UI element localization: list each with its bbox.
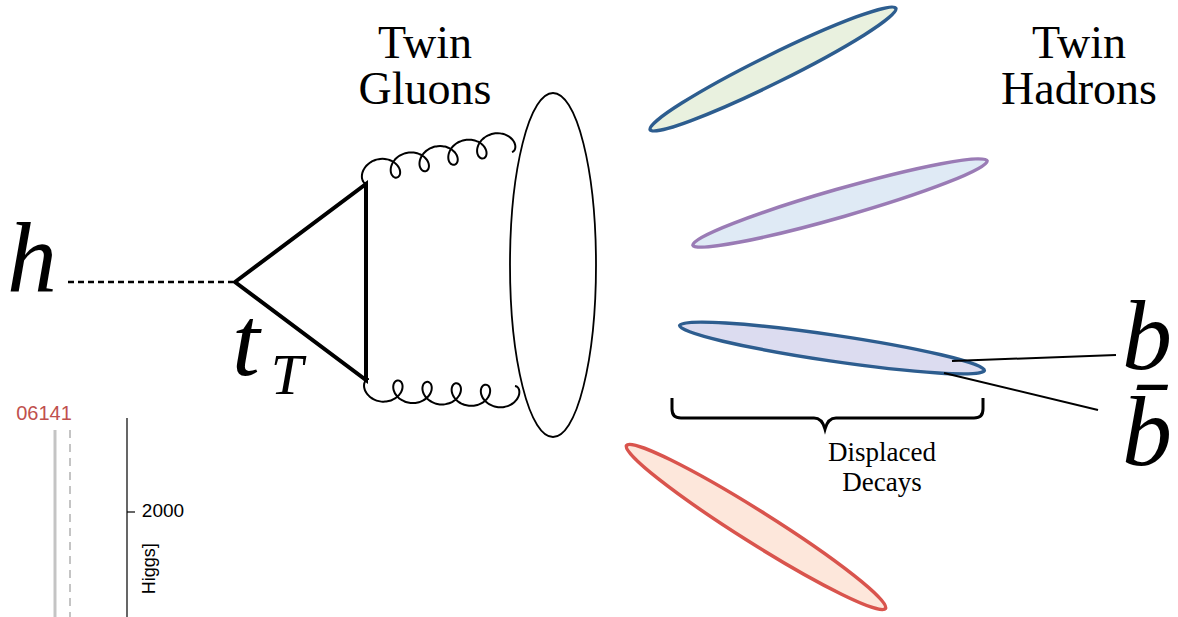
plot-line [54,430,57,617]
hadron-ellipse [678,313,986,384]
reference-number: 06141 [0,401,88,425]
hadronization-blob [510,93,596,437]
group-label: Twin Hadrons [984,20,1174,112]
bracket [672,398,983,429]
bracket-label: Displaced Decays [812,438,952,497]
subscript-label: T [265,346,309,404]
hadron-ellipse [644,0,902,142]
gluon-line [364,379,519,407]
group-label: Twin Gluons [340,20,510,112]
axis-tick [127,511,135,512]
particle-label: b [1120,286,1174,386]
scalar-line [68,281,233,284]
gluon-line [362,133,515,184]
hadron-ellipse [689,147,991,258]
axis-tick-label: 2000 [138,500,188,523]
axis-title: Higgs] [139,534,161,604]
plot-dashed-line [69,430,71,617]
particle-label: b̄ [1120,382,1174,482]
plot-axis [126,418,127,617]
quark-line [944,373,1098,410]
particle-label: t [221,292,271,392]
quark-line [952,355,1116,361]
particle-label: h [2,208,62,308]
